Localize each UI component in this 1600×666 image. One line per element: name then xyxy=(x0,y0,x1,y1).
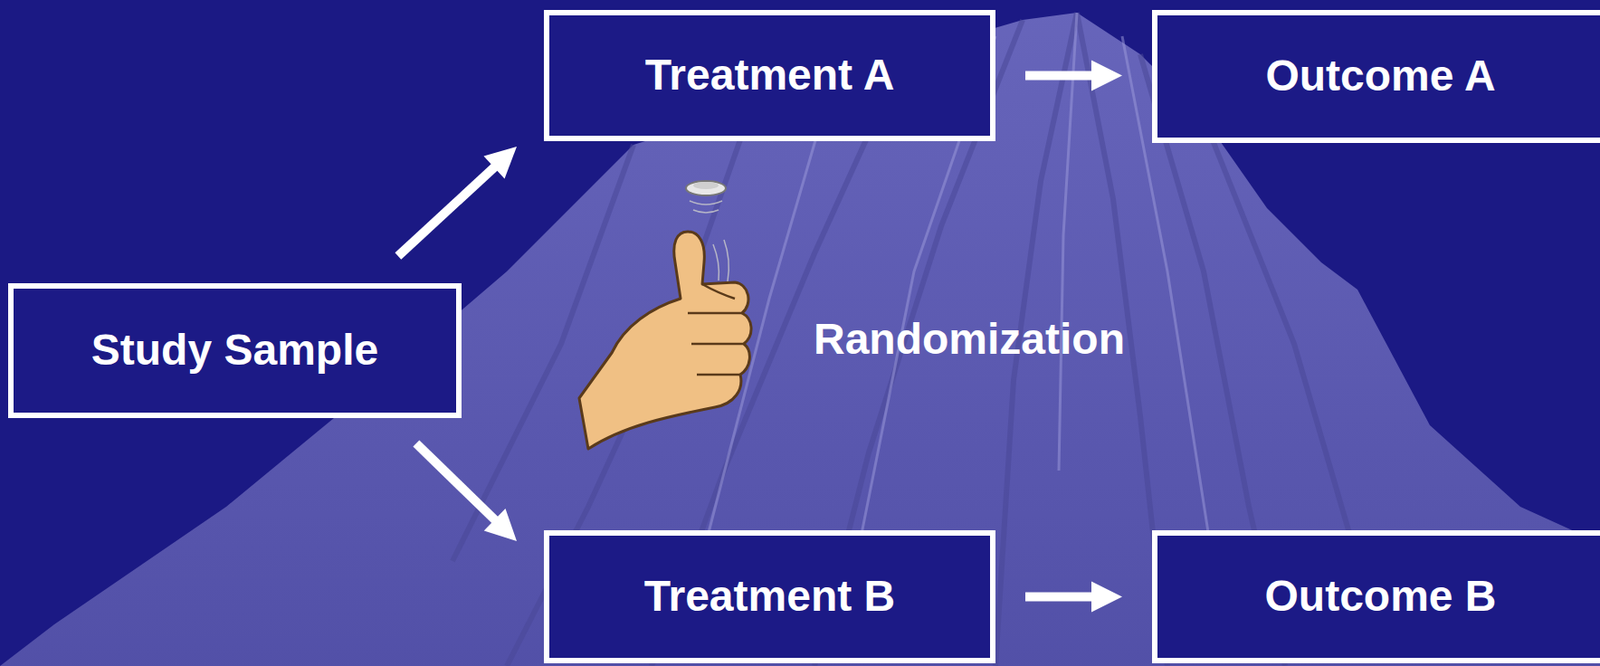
box-label: Study Sample xyxy=(91,326,379,375)
box-label: Treatment A xyxy=(645,51,896,100)
flow-arrow xyxy=(416,443,517,542)
process-box: Study Sample xyxy=(8,283,462,419)
process-box: Outcome A xyxy=(1152,9,1600,143)
box-label: Treatment B xyxy=(644,572,896,621)
step-label: Randomization xyxy=(813,315,1125,364)
arrow-shaft xyxy=(1025,592,1097,602)
arrow-shaft xyxy=(416,443,499,524)
arrow-shaft xyxy=(1025,71,1097,81)
box-label: Outcome A xyxy=(1265,52,1496,101)
process-box: Treatment B xyxy=(543,530,996,664)
arrow-head xyxy=(484,508,517,542)
arrow-head xyxy=(1091,60,1123,92)
arrow-shaft xyxy=(398,163,499,257)
flow-arrow xyxy=(1025,60,1123,92)
box-label: Outcome B xyxy=(1264,572,1496,621)
flow-arrow xyxy=(398,146,517,257)
arrow-head xyxy=(483,146,517,180)
process-box: Outcome B xyxy=(1152,530,1600,664)
flow-arrow xyxy=(1025,581,1123,613)
arrow-head xyxy=(1091,581,1123,613)
process-box: Treatment A xyxy=(543,9,996,142)
